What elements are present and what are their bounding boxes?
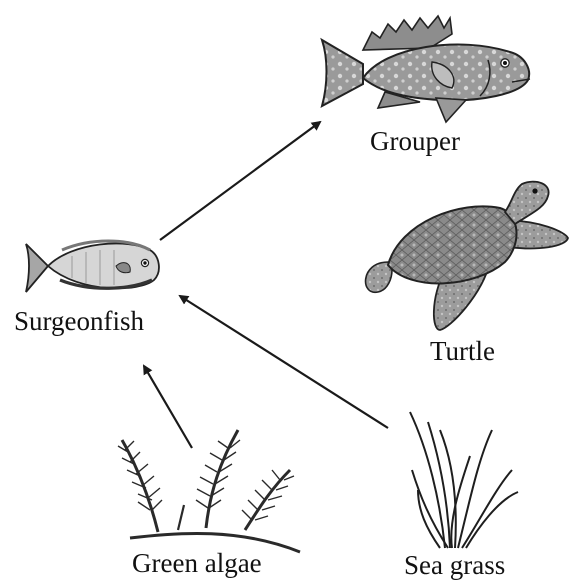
surgeonfish-icon (26, 241, 159, 292)
arrow-surgeonfish-to-grouper (160, 122, 320, 240)
arrow-green-algae-to-surgeonfish (144, 366, 192, 448)
grouper-icon (322, 16, 530, 122)
surgeonfish-label: Surgeonfish (14, 306, 144, 337)
sea-grass-label: Sea grass (404, 550, 505, 581)
green-algae-label: Green algae (132, 548, 262, 579)
arrow-sea-grass-to-surgeonfish (180, 296, 388, 428)
turtle-label: Turtle (430, 336, 495, 367)
sea-grass-icon (410, 412, 518, 548)
turtle-icon (366, 182, 568, 330)
green-algae-icon (118, 430, 300, 552)
grouper-label: Grouper (370, 126, 460, 157)
